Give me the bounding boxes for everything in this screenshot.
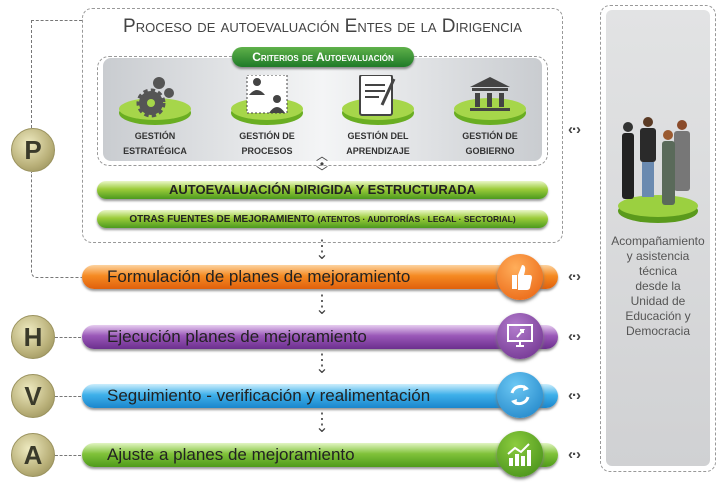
phase-bar-ajuste: Ajuste a planes de mejoramiento [82, 443, 558, 467]
thumbs-up-icon [497, 254, 543, 300]
monitor-icon [497, 313, 543, 359]
phase-bar-seguimiento: Seguimiento - verificación y realimentac… [82, 384, 558, 408]
team-people-icon [618, 117, 698, 223]
connector-line [55, 396, 81, 397]
refresh-icon [497, 372, 543, 418]
link-arrow-icon: ‹·› [568, 268, 581, 285]
phase-letter-h: H [11, 315, 55, 359]
connector-line [31, 20, 82, 21]
link-arrow-icon: ‹·› [568, 121, 581, 138]
down-arrow-icon: ⋮⌄ [314, 352, 330, 377]
bar-autoevaluacion: AUTOEVALUACIÓN DIRIGIDA Y ESTRUCTURADA [97, 181, 548, 199]
connector-line [31, 172, 82, 278]
down-arrow-icon: ⋮⌄ [314, 238, 330, 263]
link-arrow-icon: ‹·› [568, 446, 581, 463]
phase-bar-ejecucion: Ejecución planes de mejoramiento [82, 325, 558, 349]
bar-otras-fuentes: OTRAS FUENTES DE MEJORAMIENTO (ATENTOS ·… [97, 210, 548, 228]
connector-line [55, 455, 81, 456]
growth-chart-icon [497, 431, 543, 477]
phase-letter-v: V [11, 374, 55, 418]
connector-line [55, 337, 81, 338]
phase-bar-formulacion: Formulación de planes de mejoramiento [82, 265, 558, 289]
gears-icon [119, 77, 191, 125]
criteria-title: Criterios de Autoevaluación [232, 47, 414, 67]
people-process-icon [231, 75, 303, 125]
support-panel [600, 5, 716, 472]
bidirectional-arrow-icon: ︿•﹀ [315, 149, 328, 179]
connector-line [31, 20, 32, 128]
down-arrow-icon: ⋮⌄ [314, 411, 330, 436]
support-panel-bg [606, 10, 710, 466]
document-pen-icon [342, 75, 414, 125]
government-building-icon [454, 77, 526, 125]
page-title: Proceso de autoevaluación Entes de la Di… [123, 16, 522, 37]
phase-letter-a: A [11, 433, 55, 477]
down-arrow-icon: ⋮⌄ [314, 293, 330, 318]
link-arrow-icon: ‹·› [568, 328, 581, 345]
link-arrow-icon: ‹·› [568, 387, 581, 404]
self-evaluation-box [82, 8, 563, 243]
phase-letter-p: P [11, 128, 55, 172]
